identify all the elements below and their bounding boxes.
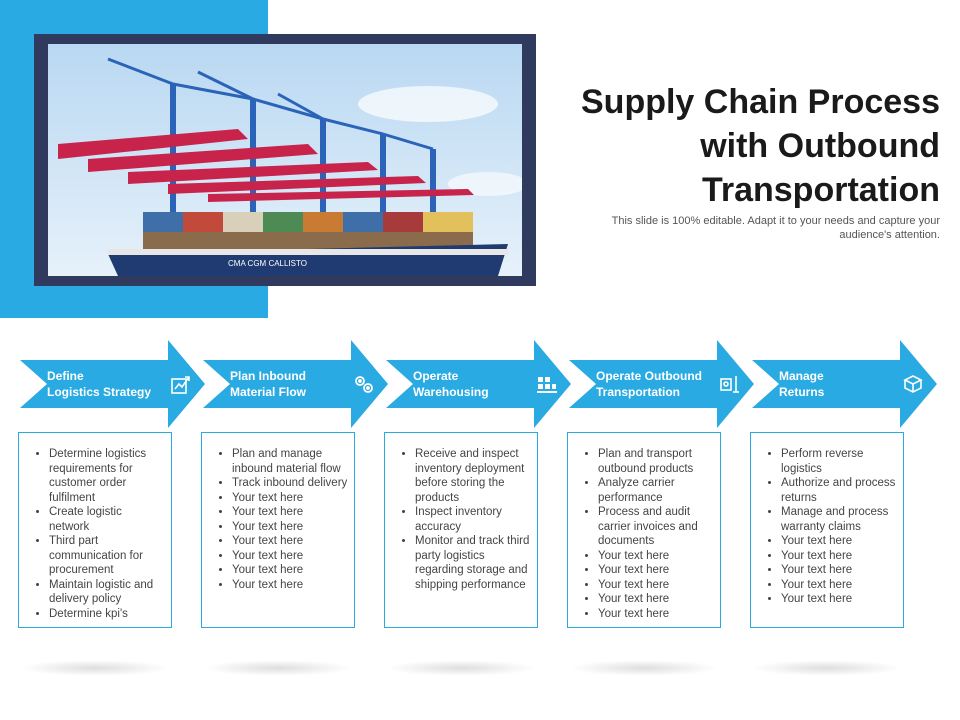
list-item: Your text here [232,578,348,593]
list-item: Your text here [232,534,348,549]
list-item: Receive and inspect inventory deployment… [415,447,531,505]
strategy-chart-icon [170,373,192,395]
list-item: Your text here [232,491,348,506]
transport-icon [719,373,741,395]
step-details-box: Plan and manage inbound material flow Tr… [201,432,355,628]
list-item: Your text here [232,549,348,564]
list-item: Manage and process warranty claims [781,505,897,534]
list-item: Perform reverse logistics [781,447,897,476]
step-arrow-operate-warehousing: Operate Warehousing [386,340,571,428]
list-item: Plan and manage inbound material flow [232,447,348,476]
list-item: Inspect inventory accuracy [415,505,531,534]
list-item: Your text here [781,578,897,593]
step-details-box: Determine logistics requirements for cus… [18,432,172,628]
list-item: Process and audit carrier invoices and d… [598,505,714,549]
list-item: Determine kpi's [49,607,165,622]
step-details-box: Plan and transport outbound products Ana… [567,432,721,628]
list-item: Your text here [781,549,897,564]
box-shadow [386,660,536,676]
list-item: Plan and transport outbound products [598,447,714,476]
list-item: Your text here [232,520,348,535]
list-item: Your text here [781,592,897,607]
list-item: Third part communication for procurement [49,534,165,578]
list-item: Your text here [598,592,714,607]
list-item: Your text here [781,534,897,549]
list-item: Your text here [232,563,348,578]
page-title: Supply Chain Process with Outbound Trans… [581,83,940,209]
list-item: Your text here [598,563,714,578]
photo-frame: CMA CGM CALLISTO [34,34,536,286]
step-details-box: Perform reverse logistics Authorize and … [750,432,904,628]
list-item: Monitor and track third party logistics … [415,534,531,592]
container-port-photo: CMA CGM CALLISTO [48,44,522,276]
step-details-box: Receive and inspect inventory deployment… [384,432,538,628]
step-arrow-operate-outbound-transportation: Operate Outbound Transportation [569,340,754,428]
step-arrow-manage-returns: Manage Returns [752,340,937,428]
box-shadow [569,660,719,676]
detail-list: Plan and manage inbound material flow Tr… [202,433,354,592]
step-label: Manage Returns [779,369,825,399]
returns-box-icon [902,373,924,395]
warehouse-boxes-icon [536,373,558,395]
step-label: Operate Outbound Transportation [596,369,702,399]
detail-list: Perform reverse logistics Authorize and … [751,433,903,607]
step-arrow-define-logistics-strategy: Define Logistics Strategy [20,340,205,428]
box-shadow [203,660,353,676]
step-label: Plan Inbound Material Flow [230,369,307,399]
svg-text:CMA CGM CALLISTO: CMA CGM CALLISTO [228,259,307,268]
list-item: Maintain logistic and delivery policy [49,578,165,607]
list-item: Analyze carrier performance [598,476,714,505]
list-item: Your text here [232,505,348,520]
list-item: Create logistic network [49,505,165,534]
step-label: Operate Warehousing [413,369,489,399]
detail-list: Determine logistics requirements for cus… [19,433,171,621]
list-item: Determine logistics requirements for cus… [49,447,165,505]
list-item: Authorize and process returns [781,476,897,505]
step-label: Define Logistics Strategy [47,369,152,399]
box-shadow [752,660,902,676]
step-arrow-plan-inbound-material-flow: Plan Inbound Material Flow [203,340,388,428]
detail-list: Plan and transport outbound products Ana… [568,433,720,621]
list-item: Your text here [598,549,714,564]
gears-icon [353,373,375,395]
list-item: Track inbound delivery [232,476,348,491]
detail-list: Receive and inspect inventory deployment… [385,433,537,592]
list-item: Your text here [598,578,714,593]
box-shadow [20,660,170,676]
list-item: Your text here [781,563,897,578]
list-item: Your text here [598,607,714,622]
page-subtitle: This slide is 100% editable. Adapt it to… [611,215,940,241]
